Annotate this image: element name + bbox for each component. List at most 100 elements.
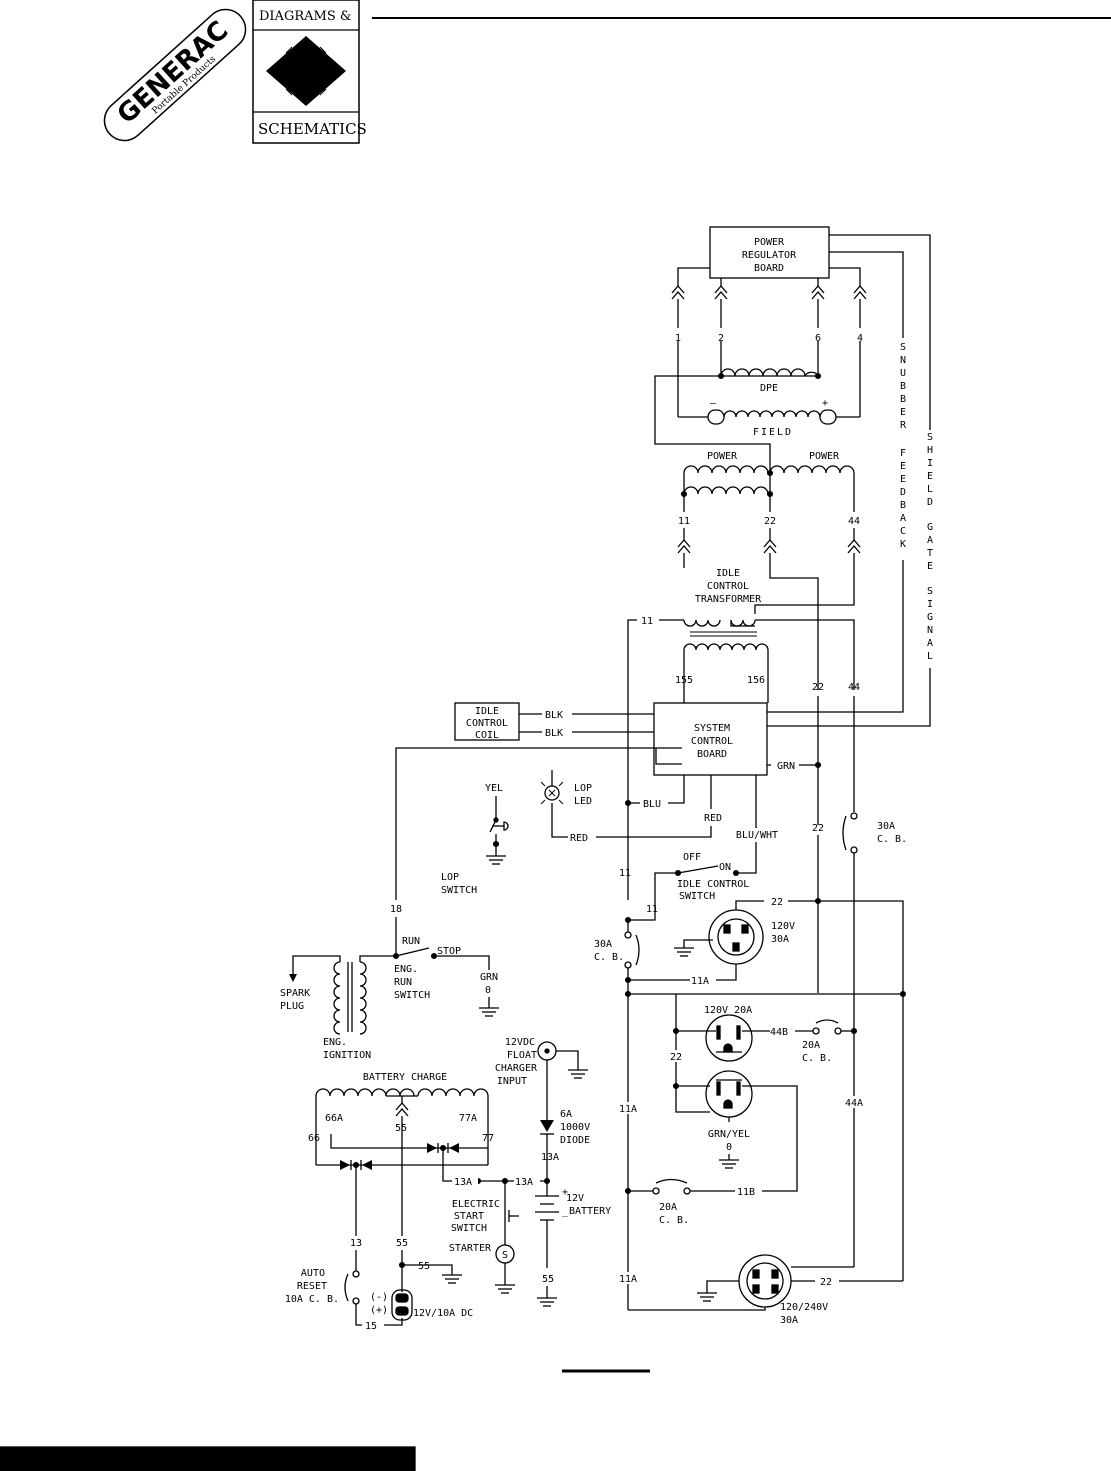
svg-text:E: E [900,461,906,472]
svg-text:F: F [900,448,906,459]
svg-text:_: _ [562,1206,569,1217]
svg-text:20A: 20A [802,1040,820,1051]
svg-text:B: B [900,394,906,405]
svg-text:D: D [900,487,906,498]
svg-text:13: 13 [350,1238,362,1249]
idle-control-transformer: IDLE CONTROL TRANSFORMER [683,568,769,651]
electric-start-switch: ELECTRIC START SWITCH [451,1177,519,1234]
svg-text:G: G [927,522,933,533]
field-plus: + [822,398,828,409]
field-winding: — + FIELD [677,341,861,438]
svg-text:22: 22 [820,1277,832,1288]
wire-1: 1 [675,333,681,344]
svg-text:120V: 120V [771,921,795,932]
svg-text:12V/10A DC: 12V/10A DC [413,1308,473,1319]
circuit-breaker-20a-bottom: 20A C. B. [624,1178,735,1226]
svg-text:POWER: POWER [809,451,840,462]
svg-text:12V: 12V [566,1193,584,1204]
svg-text:S: S [927,432,933,443]
dpe-winding: DPE [717,341,822,394]
svg-text:SWITCH: SWITCH [679,891,715,902]
svg-text:INPUT: INPUT [497,1076,527,1087]
svg-text:SWITCH: SWITCH [451,1223,487,1234]
wire-11-idle: 11 [641,616,653,627]
idle-control-switch: OFF ON IDLE CONTROL SWITCH [628,852,749,921]
svg-text:66A: 66A [325,1113,343,1124]
svg-text:A: A [900,513,906,524]
blu-wire: BLU [643,799,661,810]
svg-text:CONTROL: CONTROL [691,736,733,747]
ground-green-yellow: GRN/YEL 0 [708,1129,750,1169]
svg-text:ON: ON [719,862,731,873]
svg-text:IDLE: IDLE [475,706,499,717]
svg-text:ENG.: ENG. [323,1037,347,1048]
svg-text:55: 55 [542,1274,554,1285]
svg-text:B: B [900,381,906,392]
field-minus: — [710,398,717,409]
svg-text:66: 66 [308,1133,320,1144]
generac-logo: GENERAC Portable Products [103,8,247,142]
svg-text:S: S [502,1250,508,1261]
svg-text:OFF: OFF [683,852,701,863]
wire-22: 22 [764,516,776,527]
svg-text:22: 22 [670,1052,682,1063]
connectors-mid [677,539,861,554]
svg-text:20A: 20A [659,1202,677,1213]
svg-text:77: 77 [482,1133,494,1144]
engine-ignition-coil: SPARK PLUG ENG. IGNITION [280,955,396,1061]
svg-text:LOP: LOP [574,783,592,794]
power-regulator-board: POWER REGULATOR BOARD [709,226,830,279]
bridge-rectifier-icon [266,36,346,106]
svg-text:CONTROL: CONTROL [707,581,749,592]
svg-text:STARTER: STARTER [449,1243,492,1254]
svg-text:30A: 30A [780,1315,798,1326]
receptacle-120v-20a-top [705,1014,753,1062]
snubber-feedback-label: SN UB BE R FE ED BA CK [900,342,907,550]
svg-text:IGNITION: IGNITION [323,1050,371,1061]
svg-text:30A: 30A [771,934,789,945]
svg-text:44B: 44B [770,1027,788,1038]
svg-text:11A: 11A [619,1104,637,1115]
svg-text:S: S [900,342,906,353]
svg-text:RUN: RUN [394,977,412,988]
svg-text:22: 22 [812,823,824,834]
svg-text:GRN/YEL: GRN/YEL [708,1129,750,1140]
svg-text:13A: 13A [454,1177,472,1188]
svg-text:PLUG: PLUG [280,1001,304,1012]
svg-text:REGULATOR: REGULATOR [742,250,797,261]
svg-text:COIL: COIL [475,730,499,741]
lop-switch: YEL LOP SWITCH [441,783,509,896]
svg-text:44: 44 [848,682,860,693]
svg-text:BOARD: BOARD [697,749,727,760]
svg-text:+: + [562,1187,568,1198]
svg-text:E: E [900,474,906,485]
badge-bottom-text: SCHEMATICS [258,120,367,138]
svg-text:156: 156 [747,675,765,686]
svg-text:GRN: GRN [480,972,498,983]
float-charger-input: 12VDC FLOAT CHARGER INPUT [495,1037,588,1087]
svg-text:BLK: BLK [545,728,563,739]
svg-text:C. B.: C. B. [659,1215,689,1226]
svg-text:12VDC: 12VDC [505,1037,535,1048]
svg-text:H: H [927,445,933,456]
svg-text:U: U [900,368,906,379]
svg-text:55: 55 [396,1238,408,1249]
svg-text:11: 11 [646,904,658,915]
svg-text:SPARK: SPARK [280,988,310,999]
svg-text:10A C. B.: 10A C. B. [285,1294,339,1305]
svg-text:BLU/WHT: BLU/WHT [736,830,778,841]
svg-text:(+): (+) [370,1305,388,1316]
svg-text:(-): (-) [370,1292,388,1303]
eng-run-switch: RUN STOP ENG. RUN SWITCH [392,936,490,1001]
wire-44: 44 [848,516,860,527]
circuit-breaker-30a-right: 30A C. B. [842,812,907,854]
receptacle-120v-30a: 120V 30A [708,909,795,965]
svg-text:S: S [927,586,933,597]
svg-text:120V 20A: 120V 20A [704,1005,752,1016]
svg-text:11A: 11A [619,1274,637,1285]
svg-text:11B: 11B [737,1187,755,1198]
rectifier-diodes [316,1134,488,1170]
footer-bar [0,1446,416,1471]
battery-charge-winding: BATTERY CHARGE [315,1072,489,1165]
